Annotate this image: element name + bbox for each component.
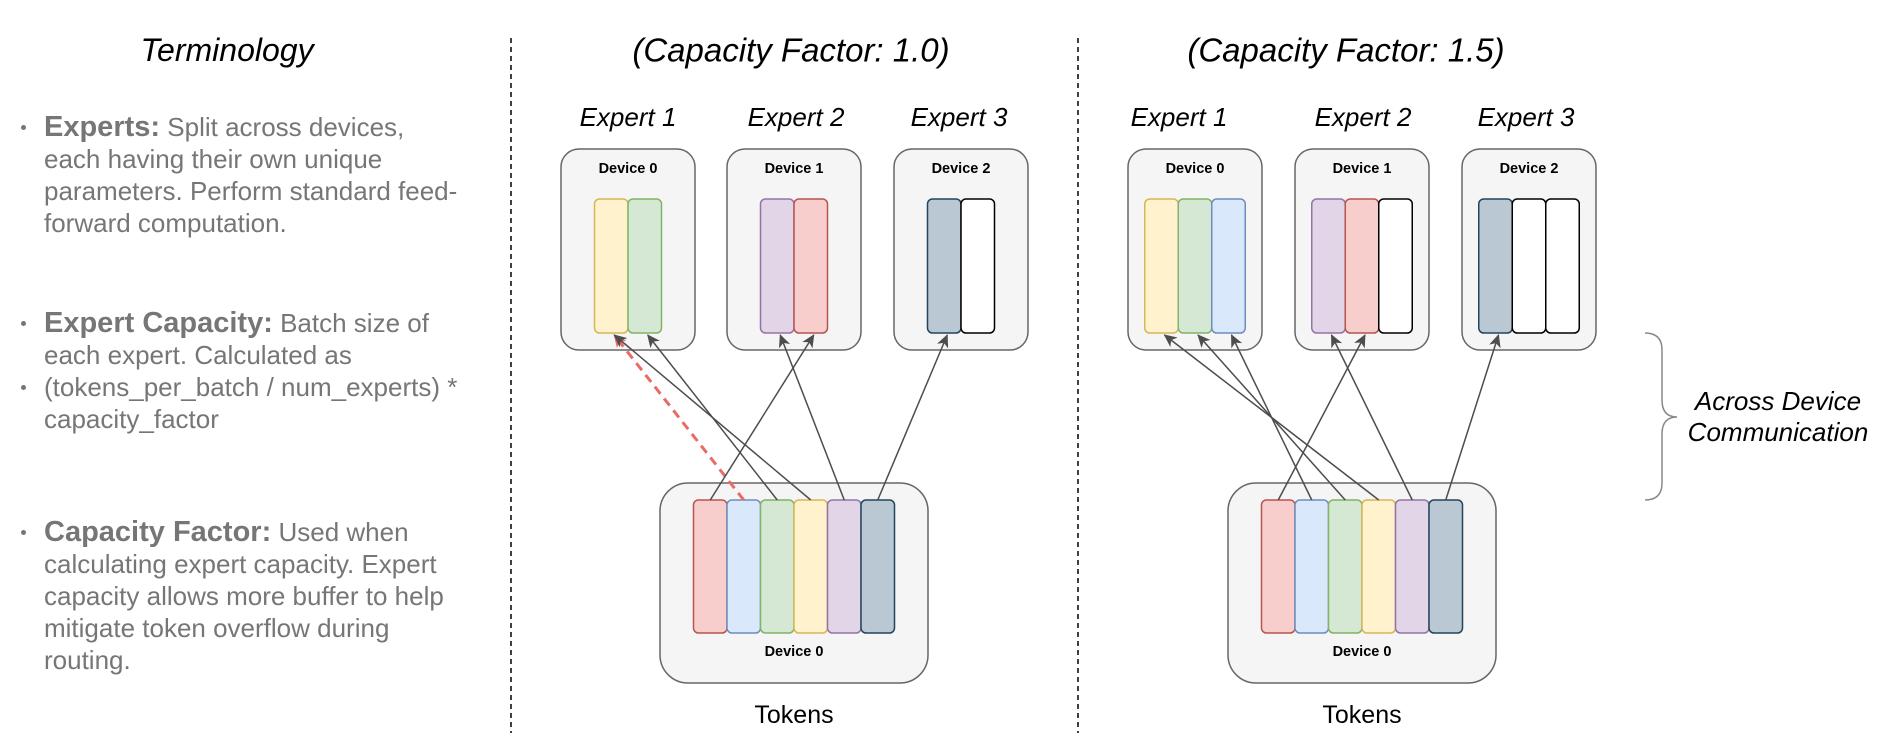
token-slate — [1428, 499, 1464, 634]
token-group: Device 0 Tokens — [1227, 482, 1497, 729]
expert-slot-red — [793, 198, 829, 334]
terminology-panel: Terminology Experts: Split across device… — [0, 0, 500, 742]
expert-label: Expert 2 — [748, 102, 845, 132]
expert-label: Expert 3 — [1478, 102, 1575, 132]
expert-label: Expert 1 — [580, 102, 677, 132]
routing-arrows — [613, 334, 949, 501]
bullet-icon — [21, 321, 26, 326]
tokens-label: Tokens — [754, 701, 833, 729]
device-label: Device 0 — [599, 161, 658, 177]
expert-group: Expert 1 Device 0 — [560, 102, 696, 351]
terminology-item-capacity-factor: Capacity Factor: Used when calculating e… — [21, 516, 484, 676]
token-purple — [1394, 499, 1430, 634]
annotation-line: Communication — [1688, 417, 1869, 447]
annotation-line: Across Device — [1693, 386, 1861, 416]
token-yellow — [1361, 499, 1397, 634]
term-text-line: capacity allows more buffer to help — [44, 581, 444, 611]
token-purple — [826, 499, 862, 634]
expert-slot-empty — [1511, 198, 1547, 334]
token-device-label: Device 0 — [1333, 644, 1392, 660]
route-arrow — [1163, 334, 1380, 501]
expert-slot-purple — [1311, 198, 1346, 334]
term-label: Capacity Factor: — [44, 516, 272, 548]
token-red — [692, 499, 728, 634]
expert-slot-red — [1344, 198, 1380, 334]
expert-slot-slate — [1478, 198, 1513, 334]
term-text-line: each having their own unique — [44, 144, 383, 174]
term-text-line: each expert. Calculated as — [44, 340, 352, 370]
route-arrow — [1330, 334, 1413, 501]
bullet-icon — [21, 385, 26, 390]
term-text-line: Used when — [278, 517, 409, 547]
token-red — [1260, 499, 1296, 634]
expert-slot-yellow — [1144, 198, 1179, 334]
tokens-label: Tokens — [1322, 701, 1401, 729]
expert-slot-green — [627, 198, 663, 334]
device-label: Device 2 — [932, 161, 991, 177]
expert-group: Expert 2 Device 1 — [726, 102, 862, 351]
term-text-line: parameters. Perform standard feed- — [44, 176, 458, 206]
term-text-line: (tokens_per_batch / num_experts) * — [44, 372, 458, 402]
terminology-item-capacity-formula: (tokens_per_batch / num_experts) * capac… — [21, 371, 484, 435]
expert-label: Expert 3 — [911, 102, 1008, 132]
panel-title: (Capacity Factor: 1.5) — [1187, 32, 1504, 69]
device-label: Device 0 — [1166, 161, 1225, 177]
term-label: Expert Capacity: — [44, 307, 273, 339]
across-device-annotation: Across Device Communication — [1644, 332, 1869, 501]
bullet-icon — [21, 125, 26, 130]
expert-slot-empty — [1545, 198, 1580, 334]
expert-slot-empty — [1378, 198, 1413, 334]
term-text-line: Batch size of — [280, 308, 429, 338]
expert-label: Expert 2 — [1315, 102, 1412, 132]
term-text-line: forward computation. — [44, 208, 287, 238]
term-text-line: mitigate token overflow during — [44, 613, 390, 643]
expert-group: Expert 3 Device 2 — [1461, 102, 1597, 351]
expert-slot-yellow — [593, 198, 629, 334]
device-label: Device 1 — [1333, 161, 1392, 177]
bullet-icon — [21, 530, 26, 535]
expert-group: Expert 3 Device 2 — [893, 102, 1029, 351]
curly-brace-icon — [1644, 332, 1678, 501]
term-label: Experts: — [44, 111, 161, 143]
routing-arrows — [1163, 334, 1501, 501]
expert-group: Expert 2 Device 1 — [1294, 102, 1430, 351]
token-device-label: Device 0 — [765, 644, 824, 660]
route-arrow — [877, 334, 949, 501]
expert-group: Expert 1 Device 0 — [1127, 102, 1263, 351]
terminology-item-experts: Experts: Split across devices, each havi… — [21, 111, 484, 239]
term-text-line: routing. — [44, 645, 131, 675]
term-text-line: Split across devices, — [167, 112, 405, 142]
token-group: Device 0 Tokens — [659, 482, 929, 729]
token-green — [759, 499, 795, 634]
token-yellow — [793, 499, 829, 634]
token-blue — [1294, 499, 1330, 634]
token-green — [1327, 499, 1363, 634]
panel-title: (Capacity Factor: 1.0) — [632, 32, 949, 69]
expert-slot-blue — [1211, 198, 1246, 334]
route-arrow — [613, 334, 812, 501]
expert-slot-purple — [759, 198, 795, 334]
token-slate — [860, 499, 896, 634]
route-arrow — [778, 334, 845, 501]
token-blue — [726, 499, 762, 634]
term-text-line: calculating expert capacity. Expert — [44, 549, 437, 579]
expert-slot-green — [1177, 198, 1213, 334]
device-label: Device 1 — [765, 161, 824, 177]
route-arrow — [1445, 334, 1501, 501]
route-arrow — [1277, 334, 1366, 501]
expert-slot-slate — [926, 198, 962, 334]
device-label: Device 2 — [1500, 161, 1559, 177]
expert-label: Expert 1 — [1131, 102, 1228, 132]
overflow-route-arrow — [613, 334, 745, 501]
terminology-item-expert-capacity: Expert Capacity: Batch size of each expe… — [21, 307, 484, 371]
route-arrow — [709, 334, 815, 501]
terminology-title: Terminology — [140, 32, 314, 68]
expert-slot-empty — [960, 198, 996, 334]
term-text-line: capacity_factor — [44, 404, 219, 434]
